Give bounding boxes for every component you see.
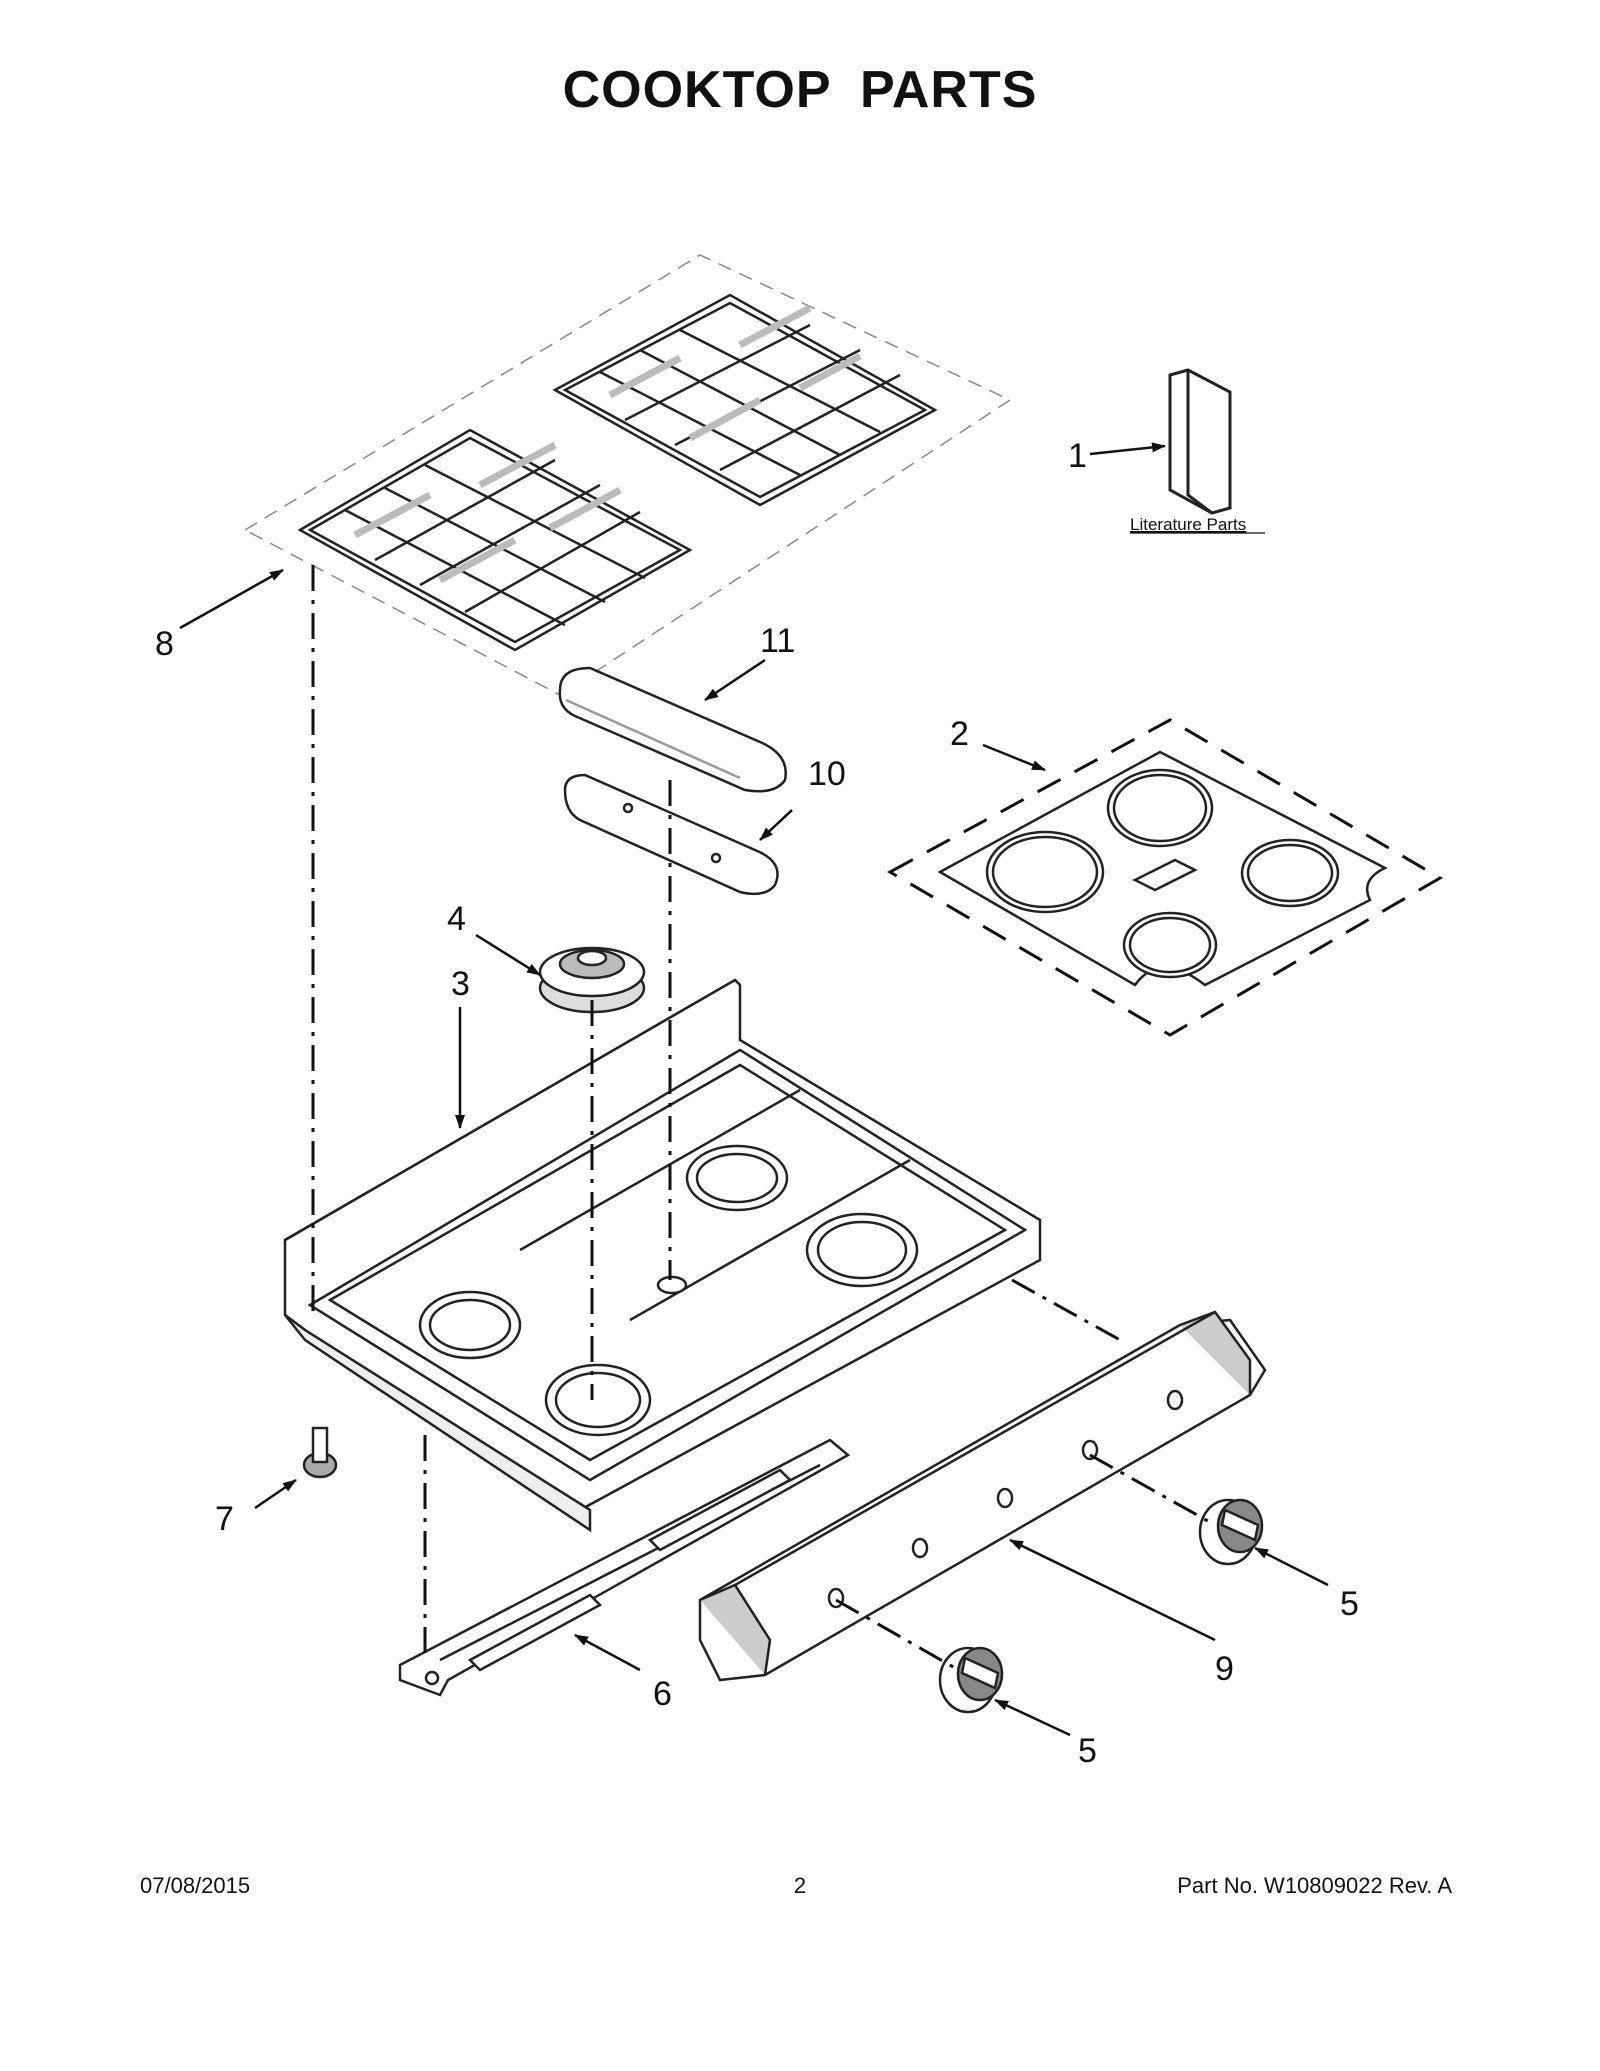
callout-3: 3 [451, 965, 470, 1003]
callout-10: 10 [808, 755, 846, 793]
literature-parts-label: Literature Parts [1130, 515, 1246, 534]
griddle-cover-top [558, 666, 787, 793]
callout-2: 2 [950, 715, 969, 753]
footer-date: 07/08/2015 [140, 1873, 251, 1898]
glass-cooktop [937, 750, 1388, 987]
callout-7: 7 [215, 1500, 234, 1538]
cooktop-main-top [283, 978, 1042, 1533]
callout-4: 4 [447, 900, 466, 938]
grate-right [552, 293, 938, 507]
page-title: COOKTOP PARTS [562, 61, 1038, 119]
grate-dashed-outline [243, 254, 1012, 696]
footer-page-number: 2 [793, 1873, 807, 1898]
literature-book [1168, 368, 1232, 515]
knob-right [1198, 1498, 1264, 1566]
alignment-lines [311, 565, 1216, 1670]
callout-5-left: 5 [1078, 1732, 1097, 1770]
footer-part-number: Part No. W10809022 Rev. A [1177, 1873, 1452, 1898]
callout-11: 11 [760, 622, 795, 660]
control-console [698, 1310, 1267, 1682]
callout-6: 6 [653, 1675, 672, 1713]
callout-8: 8 [155, 625, 174, 663]
cooktop-dashed-outline [886, 718, 1443, 1037]
front-bracket [398, 1438, 851, 1697]
knob-left [938, 1646, 1004, 1714]
callout-arrows [179, 442, 1329, 1737]
callout-1: 1 [1068, 437, 1087, 475]
grate-left [297, 428, 693, 652]
callout-5-right: 5 [1340, 1585, 1359, 1623]
igniter [302, 1426, 338, 1479]
callout-9: 9 [1215, 1650, 1234, 1688]
